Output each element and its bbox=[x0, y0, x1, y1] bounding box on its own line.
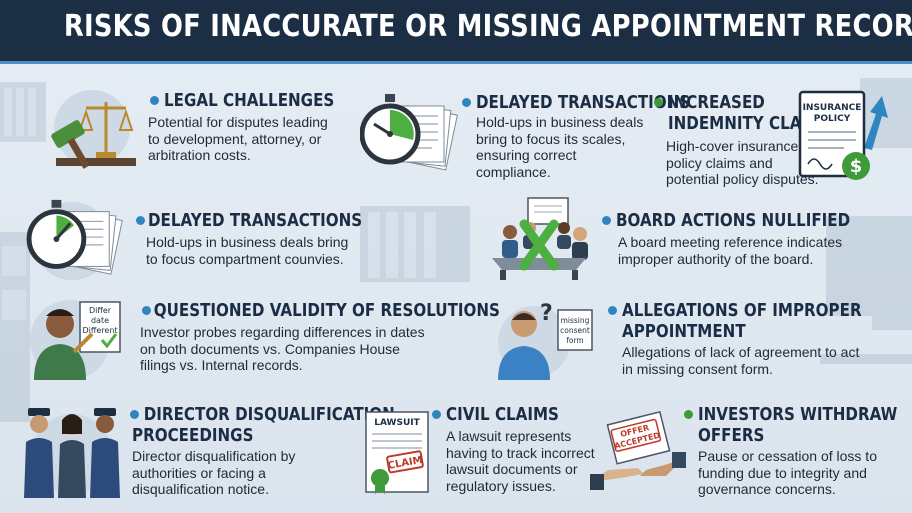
card-description: Pause or cessation of loss to funding du… bbox=[698, 448, 877, 497]
handshake-offer-icon: OFFER ACCEPTED bbox=[590, 410, 686, 490]
card-description: Potential for disputes leading to develo… bbox=[148, 114, 328, 163]
stopwatch-documents-icon bbox=[360, 94, 458, 171]
blue-bullet-dot bbox=[142, 306, 151, 315]
blue-bullet-dot bbox=[608, 306, 617, 315]
document-text-line: Differ bbox=[89, 306, 112, 315]
lawsuit-document-icon: LAWSUIT CLAIM bbox=[365, 411, 429, 494]
confused-person-icon: ? missing consent form bbox=[498, 301, 593, 380]
policy-label-line: POLICY bbox=[814, 114, 851, 124]
card-heading: QUESTIONED VALIDITY OF RESOLUTIONS bbox=[142, 300, 500, 321]
officers-icon bbox=[24, 408, 120, 498]
card-heading: LEGAL CHALLENGES bbox=[164, 90, 335, 111]
person-document-icon: Differ date Different bbox=[30, 300, 121, 380]
consent-form-text-line: consent bbox=[560, 326, 590, 335]
blue-bullet-dot bbox=[432, 410, 441, 419]
card-description: High-cover insurance policy claims and p… bbox=[666, 138, 819, 187]
svg-text:$: $ bbox=[850, 156, 863, 177]
card-heading: INVESTORS WITHDRAW OFFERS bbox=[698, 404, 897, 446]
card-investors-withdraw-offers: OFFER ACCEPTED INVESTORS WITHDRAW OFFERS… bbox=[590, 398, 912, 508]
card-heading: INCREASED INDEMNITY CLAIMS bbox=[668, 92, 833, 134]
blue-bullet-dot bbox=[462, 98, 471, 107]
heading-line: INDEMNITY CLAIMS bbox=[668, 113, 834, 134]
card-indemnity-claims: INCREASED INDEMNITY CLAIMS High-cover in… bbox=[650, 84, 912, 194]
card-heading: ALLEGATIONS OF IMPROPER APPOINTMENT bbox=[622, 300, 862, 342]
document-text-line: date bbox=[91, 316, 109, 325]
gavel-scales-icon bbox=[51, 90, 136, 169]
stopwatch-documents-icon bbox=[26, 199, 123, 281]
consent-form-text-line: missing bbox=[561, 316, 590, 325]
card-delayed-transactions-top: DELAYED TRANSACTIONS Hold-ups in busines… bbox=[360, 84, 690, 194]
blue-bullet-dot bbox=[136, 216, 145, 225]
heading-line: INVESTORS WITHDRAW bbox=[698, 404, 898, 425]
card-allegations-improper-appointment: ? missing consent form ALLEGATIONS OF IM… bbox=[490, 290, 862, 390]
policy-label-line: INSURANCE bbox=[803, 103, 862, 113]
card-heading: CIVIL CLAIMS bbox=[446, 404, 559, 425]
card-legal-challenges: LEGAL CHALLENGES Potential for disputes … bbox=[28, 84, 348, 194]
card-heading: DELAYED TRANSACTIONS bbox=[148, 210, 363, 231]
card-board-actions-nullified: BOARD ACTIONS NULLIFIED A board meeting … bbox=[480, 196, 850, 286]
svg-text:?: ? bbox=[540, 301, 553, 326]
heading-line: DIRECTOR DISQUALIFICATION bbox=[143, 404, 395, 425]
blue-bullet-dot bbox=[602, 216, 611, 225]
heading-text: QUESTIONED VALIDITY OF RESOLUTIONS bbox=[153, 300, 500, 321]
heading-line: PROCEEDINGS bbox=[132, 425, 254, 446]
card-description: A lawsuit represents having to track inc… bbox=[446, 428, 595, 494]
heading-line: OFFERS bbox=[698, 425, 765, 446]
lawsuit-label: LAWSUIT bbox=[374, 418, 420, 428]
heading-line: ALLEGATIONS OF IMPROPER bbox=[622, 300, 862, 321]
card-description: Director disqualification by authorities… bbox=[132, 448, 296, 497]
page-title: RISKS OF INACCURATE OR MISSING APPOINTME… bbox=[63, 9, 912, 44]
board-meeting-icon bbox=[492, 197, 588, 280]
card-delayed-transactions-mid: DELAYED TRANSACTIONS Hold-ups in busines… bbox=[24, 196, 362, 286]
green-bullet-dot bbox=[654, 98, 663, 107]
insurance-policy-icon: $ INSURANCE POLICY bbox=[798, 90, 888, 180]
heading-line: INCREASED bbox=[668, 92, 765, 113]
card-description: Hold-ups in business deals bring to focu… bbox=[146, 234, 349, 267]
card-description: A board meeting reference indicates impr… bbox=[618, 234, 843, 267]
heading-line: APPOINTMENT bbox=[622, 321, 746, 342]
card-description: Hold-ups in business deals bring to focu… bbox=[476, 114, 644, 180]
card-heading: BOARD ACTIONS NULLIFIED bbox=[616, 210, 851, 231]
blue-bullet-dot bbox=[130, 410, 139, 419]
blue-bullet-dot bbox=[150, 96, 159, 105]
green-bullet-dot bbox=[684, 410, 693, 419]
card-description: Allegations of lack of agreement to act … bbox=[622, 344, 860, 377]
card-director-disqualification: DIRECTOR DISQUALIFICATION PROCEEDINGS Di… bbox=[20, 398, 395, 508]
card-heading: DELAYED TRANSACTIONS bbox=[476, 92, 691, 113]
card-civil-claims: LAWSUIT CLAIM CIVIL CLAIMS A lawsuit rep… bbox=[360, 398, 640, 508]
card-heading: DIRECTOR DISQUALIFICATION PROCEEDINGS bbox=[132, 404, 395, 446]
consent-form-text-line: form bbox=[566, 336, 584, 345]
document-text-line: Different bbox=[82, 326, 117, 335]
card-description: Investor probes regarding differences in… bbox=[140, 324, 425, 373]
card-questioned-validity: Differ date Different QUESTIONED VALIDIT… bbox=[30, 290, 500, 390]
title-banner: RISKS OF INACCURATE OR MISSING APPOINTME… bbox=[0, 0, 912, 64]
